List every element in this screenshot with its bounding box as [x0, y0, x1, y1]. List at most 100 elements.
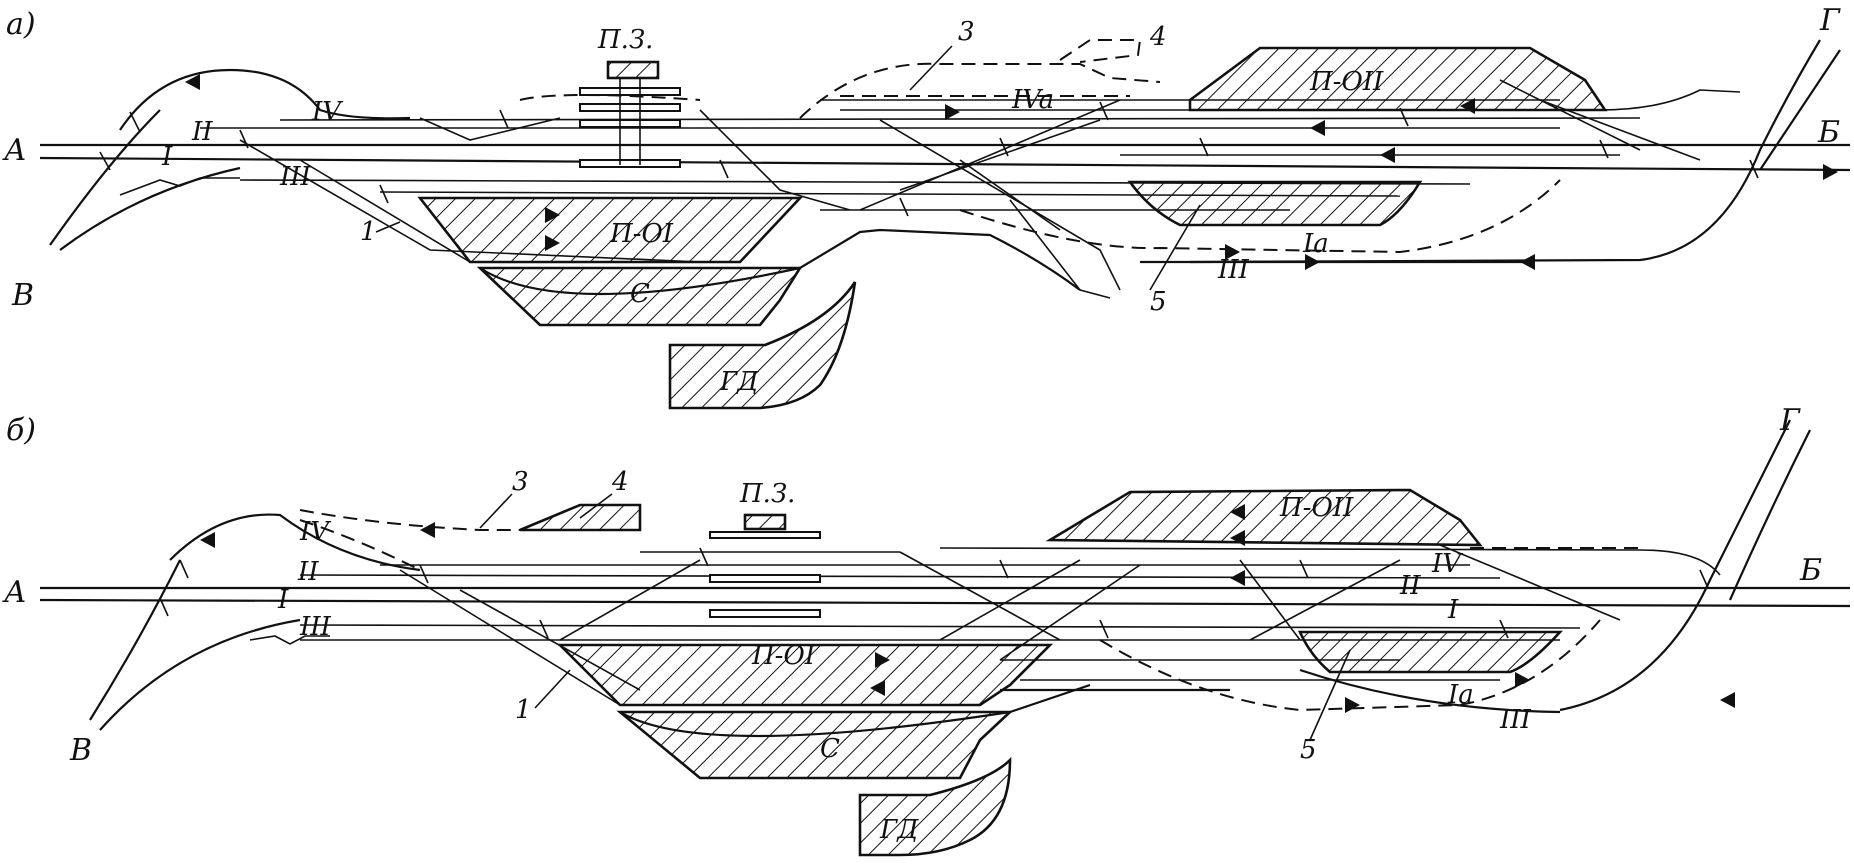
callout-5-a: 5 [1150, 287, 1167, 317]
track-label-iii-left-a: III [279, 162, 312, 192]
station-track-b6 [939, 547, 1641, 551]
park-gd-a [668, 281, 857, 410]
endpoint-a-a: А [2, 133, 27, 168]
diagram-b: б) [2, 403, 1851, 857]
endpoint-v-b: В [69, 733, 92, 768]
dashed-track-3-a [799, 62, 1161, 119]
crossover-a6 [899, 119, 1101, 191]
crossover-b6 [999, 564, 1141, 661]
track-label-ii-b: II [297, 557, 319, 587]
crossover-b5 [939, 559, 1081, 641]
track-label-ii-a: II [191, 117, 213, 147]
track-label-iv-left-b: IV [299, 517, 331, 547]
park-label-po1-b: П-ОI [751, 641, 816, 671]
callout-5-b: 5 [1300, 735, 1317, 765]
track-label-iii-right-b: III [1499, 705, 1532, 735]
track-label-i-b: I [277, 585, 289, 615]
track-g-main-a [1759, 49, 1841, 171]
depot-label-pz-b: П.З. [739, 479, 795, 509]
crossover-b7 [1249, 559, 1401, 641]
track-g-main-b [1728, 429, 1811, 601]
dashed-track-iv-b [299, 519, 421, 571]
station-track-a3 [239, 179, 1471, 185]
spur-left-b [249, 635, 330, 645]
track-label-ia-b: Ia [1447, 680, 1474, 710]
crossover-b9 [1239, 559, 1301, 641]
crossover-a5 [859, 99, 1121, 211]
park-5-b [1298, 630, 1563, 674]
track-iii-lower-a [479, 228, 1081, 296]
callout-3-a: 3 [958, 17, 975, 47]
depot-pz-building-a [606, 60, 660, 80]
track-iii-right-b [1299, 668, 1561, 714]
endpoint-a-b: А [2, 575, 27, 610]
switch-ticks-b [159, 547, 1709, 639]
track-iv-a [119, 68, 411, 131]
crossover-a4 [699, 109, 851, 211]
dashed-track-pz-a [519, 94, 701, 101]
track-label-i-a: I [161, 142, 173, 172]
dashed-track-ia-a [959, 179, 1561, 254]
park-po1-b [556, 643, 1054, 707]
track-label-iv-right-b: IV [1431, 549, 1463, 579]
crossover-a9 [1009, 199, 1081, 291]
track-v-up-a [49, 109, 161, 246]
depot-label-pz-a: П.З. [597, 25, 653, 55]
track-v-up-b [89, 559, 181, 721]
track-label-iv-a: IV [311, 97, 343, 127]
track-iii-lower-b [619, 683, 1091, 738]
crossover-b3 [559, 559, 701, 641]
park-po2-b [1045, 488, 1483, 547]
park-gd-b [858, 756, 1012, 857]
track-v-low-b [99, 618, 301, 731]
crossover-a3 [419, 117, 561, 141]
main-track-lower-a [39, 156, 1851, 172]
panel-label-b: б) [6, 413, 36, 448]
dashed-track-4-a [1059, 39, 1142, 63]
track-label-iii-left-b: III [299, 612, 332, 642]
station-track-a2 [279, 117, 1641, 121]
track-v-low-a [59, 166, 241, 251]
crossover-b4 [899, 551, 1061, 641]
track-label-i-right-b: I [1447, 595, 1459, 625]
crossover-a1 [239, 139, 701, 263]
panel-label-a: а) [6, 7, 36, 42]
callout-3-b: 3 [512, 467, 529, 497]
track-g-spur-b [1639, 549, 1721, 576]
crossover-a7 [879, 119, 1121, 291]
crossover-b2 [459, 589, 641, 691]
endpoint-g-b: Г [1779, 403, 1801, 438]
diagram-a: а) [2, 3, 1851, 410]
station-track-b1 [299, 574, 1501, 579]
park-label-s-b: С [820, 734, 840, 764]
crossover-a10 [1499, 79, 1641, 151]
callout-1-a: 1 [360, 217, 377, 247]
endpoint-b-a: Б [1817, 115, 1840, 150]
track-label-iva-a: IVa [1011, 85, 1054, 115]
crossover-b1 [399, 569, 621, 706]
park-label-po2-b: П-ОII [1279, 493, 1354, 523]
callout-1-b: 1 [515, 695, 532, 725]
direction-arrows-a [185, 74, 1838, 270]
crossover-a2 [299, 159, 471, 263]
crossover-b8 [1439, 544, 1621, 621]
dashed-track-3-b [299, 509, 520, 531]
main-track-lower-b [39, 598, 1851, 608]
track-label-ii-right-b: II [1399, 571, 1421, 601]
park-5-a [1127, 180, 1423, 227]
park-label-gd-a: ГД [719, 367, 759, 397]
callout-4-a: 4 [1149, 22, 1167, 52]
crossover-a11 [1539, 99, 1701, 161]
track-g-loop-a [1189, 39, 1821, 264]
depot-pz-building-b [743, 513, 787, 531]
track-g-loop-b [1559, 419, 1791, 712]
spur-left-a [119, 177, 240, 196]
dashed-track-ia-b [1099, 619, 1601, 712]
depot-pz-tracks-b [709, 531, 821, 618]
track-iii-end-a [1079, 289, 1111, 299]
station-track-a4 [379, 191, 1401, 197]
direction-arrows-b [200, 504, 1735, 713]
endpoint-g-a: Г [1819, 3, 1841, 38]
